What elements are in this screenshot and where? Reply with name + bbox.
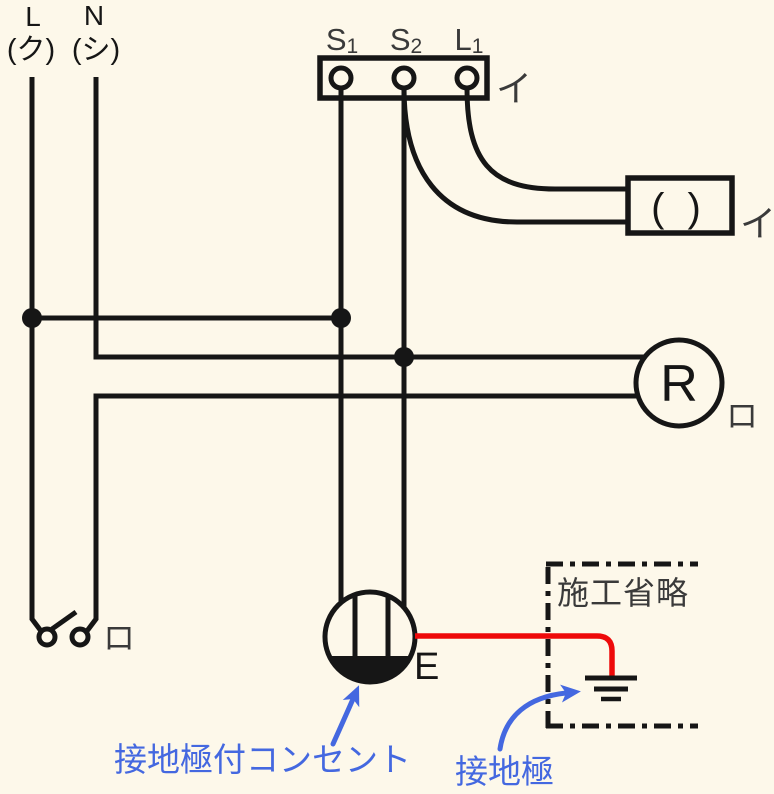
switch-circuit-mark: ロ bbox=[103, 620, 135, 656]
source-l-wire-mark: (ク) bbox=[7, 34, 55, 66]
outlet-callout-arrow bbox=[330, 685, 360, 747]
source-l-label: L bbox=[25, 1, 41, 32]
earth-callout-arrow bbox=[497, 684, 581, 752]
outlet-earth-segment bbox=[329, 656, 411, 683]
outlet-callout-label: 接地極付コンセント bbox=[114, 741, 411, 778]
earth-wire-red bbox=[415, 633, 615, 678]
n-line-wire bbox=[93, 77, 645, 360]
source-n-label: N bbox=[84, 0, 104, 31]
source-n-wire-mark: (シ) bbox=[72, 34, 120, 66]
junction-dot bbox=[22, 308, 42, 328]
earth-callout-label: 接地極 bbox=[455, 753, 554, 790]
switch-contact-right bbox=[69, 626, 91, 648]
terminal-l1-label: L1 bbox=[455, 22, 484, 58]
receptacle-circuit-mark: ロ bbox=[726, 398, 758, 434]
terminal-s1-circle bbox=[328, 65, 354, 91]
s2-to-lamp-wire bbox=[401, 87, 628, 225]
lamp-circuit-mark: イ bbox=[740, 203, 774, 244]
terminal-block bbox=[317, 55, 490, 101]
switch-return-wire bbox=[85, 393, 640, 633]
omission-box-label: 施工省略 bbox=[557, 575, 689, 611]
terminal-block-circuit-mark: イ bbox=[496, 68, 532, 109]
junction-dot bbox=[394, 347, 414, 367]
switch-contact-left bbox=[36, 626, 58, 648]
l-line-wire bbox=[29, 77, 43, 633]
lamp-box bbox=[625, 175, 735, 236]
l1-to-lamp-wire bbox=[464, 87, 628, 192]
terminal-l1-circle bbox=[454, 65, 480, 91]
switch-blade bbox=[50, 609, 78, 632]
receptacle-r-label: R bbox=[660, 355, 698, 413]
outlet-earth-terminal-label: E bbox=[414, 646, 439, 688]
terminal-s2-label: S2 bbox=[390, 22, 422, 58]
junction-dot bbox=[331, 308, 351, 328]
terminal-s1-label: S1 bbox=[326, 22, 358, 58]
terminal-s2-circle bbox=[391, 65, 417, 91]
lamp-symbol: ( ) bbox=[651, 186, 707, 230]
receptacle-r-circle bbox=[633, 337, 725, 429]
omission-box-border bbox=[545, 561, 698, 729]
